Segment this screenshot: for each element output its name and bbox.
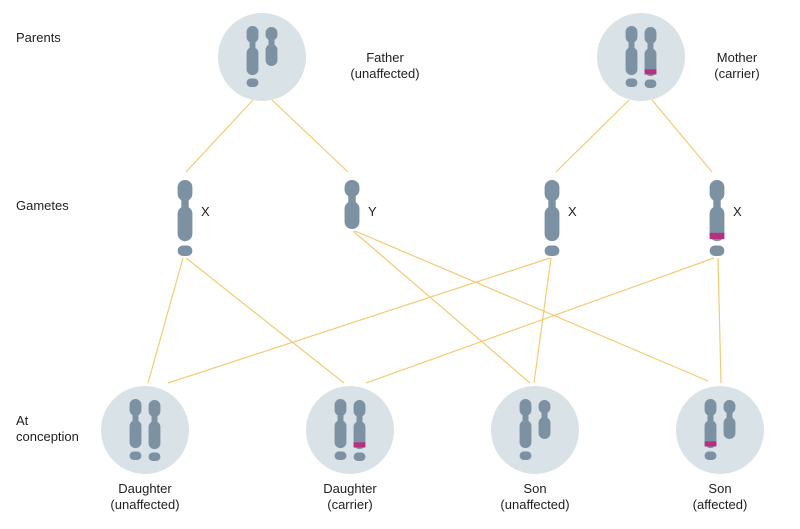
son-affected-genotype	[676, 386, 764, 474]
mother-name: Mother	[716, 50, 758, 65]
carrier-x-chromosome	[709, 180, 725, 256]
y-chromosome	[344, 180, 360, 229]
x-chromosome	[544, 180, 560, 256]
child-status: (carrier)	[327, 497, 373, 512]
child-status: (unaffected)	[110, 497, 180, 512]
gamete-mother-x-carrier	[709, 180, 725, 256]
cell-circle	[101, 386, 189, 474]
daughter-unaffected-label: Daughter (unaffected)	[90, 481, 200, 513]
x-chromosome	[177, 180, 193, 256]
inheritance-lines	[147, 99, 722, 384]
son-unaffected-genotype	[491, 386, 579, 474]
gamete-father-x	[177, 180, 193, 256]
inheritance-line	[271, 99, 349, 173]
son-affected-label: Son (affected)	[665, 481, 775, 513]
inheritance-line	[555, 99, 630, 173]
daughter-carrier-label: Daughter (carrier)	[295, 481, 405, 513]
child-status: (unaffected)	[500, 497, 570, 512]
child-name: Son	[708, 481, 732, 496]
father-name: Father	[366, 50, 404, 65]
child-status: (affected)	[692, 497, 748, 512]
row-label-conception: At conception	[16, 413, 79, 444]
inheritance-line	[354, 230, 709, 382]
y-chromosome	[723, 400, 736, 439]
inheritance-line	[352, 230, 531, 384]
inheritance-line	[365, 257, 715, 384]
mother-cell-circle	[597, 13, 685, 101]
inheritance-line	[651, 99, 713, 173]
gamete-label-x1: X	[201, 204, 210, 219]
daughter-unaffected-genotype	[101, 386, 189, 474]
row-label-gametes: Gametes	[16, 198, 69, 213]
father-cell-circle	[218, 13, 306, 101]
child-name: Daughter	[323, 481, 377, 496]
child-name: Son	[523, 481, 547, 496]
inheritance-line	[147, 257, 184, 384]
mother-label: Mother (carrier)	[682, 50, 792, 82]
father-label: Father (unaffected)	[330, 50, 440, 82]
inheritance-line	[185, 99, 254, 173]
gamete-label-y: Y	[368, 204, 377, 219]
inheritance-line	[185, 257, 345, 384]
y-chromosome	[265, 27, 278, 66]
father-status: (unaffected)	[350, 66, 420, 81]
cell-circle	[491, 386, 579, 474]
gamete-label-x2: X	[568, 204, 577, 219]
daughter-carrier-genotype	[306, 386, 394, 474]
row-label-parents: Parents	[16, 30, 61, 45]
child-name: Daughter	[118, 481, 172, 496]
son-unaffected-label: Son (unaffected)	[480, 481, 590, 513]
inheritance-line	[167, 257, 551, 384]
mother-genotype	[597, 13, 685, 101]
gamete-mother-x	[544, 180, 560, 256]
cell-circle	[676, 386, 764, 474]
father-genotype	[218, 13, 306, 101]
gamete-father-y	[344, 180, 360, 229]
mother-status: (carrier)	[714, 66, 760, 81]
cell-circle	[306, 386, 394, 474]
inheritance-line	[533, 257, 552, 384]
inheritance-line	[717, 257, 722, 384]
gamete-label-x3: X	[733, 204, 742, 219]
y-chromosome	[538, 400, 551, 439]
